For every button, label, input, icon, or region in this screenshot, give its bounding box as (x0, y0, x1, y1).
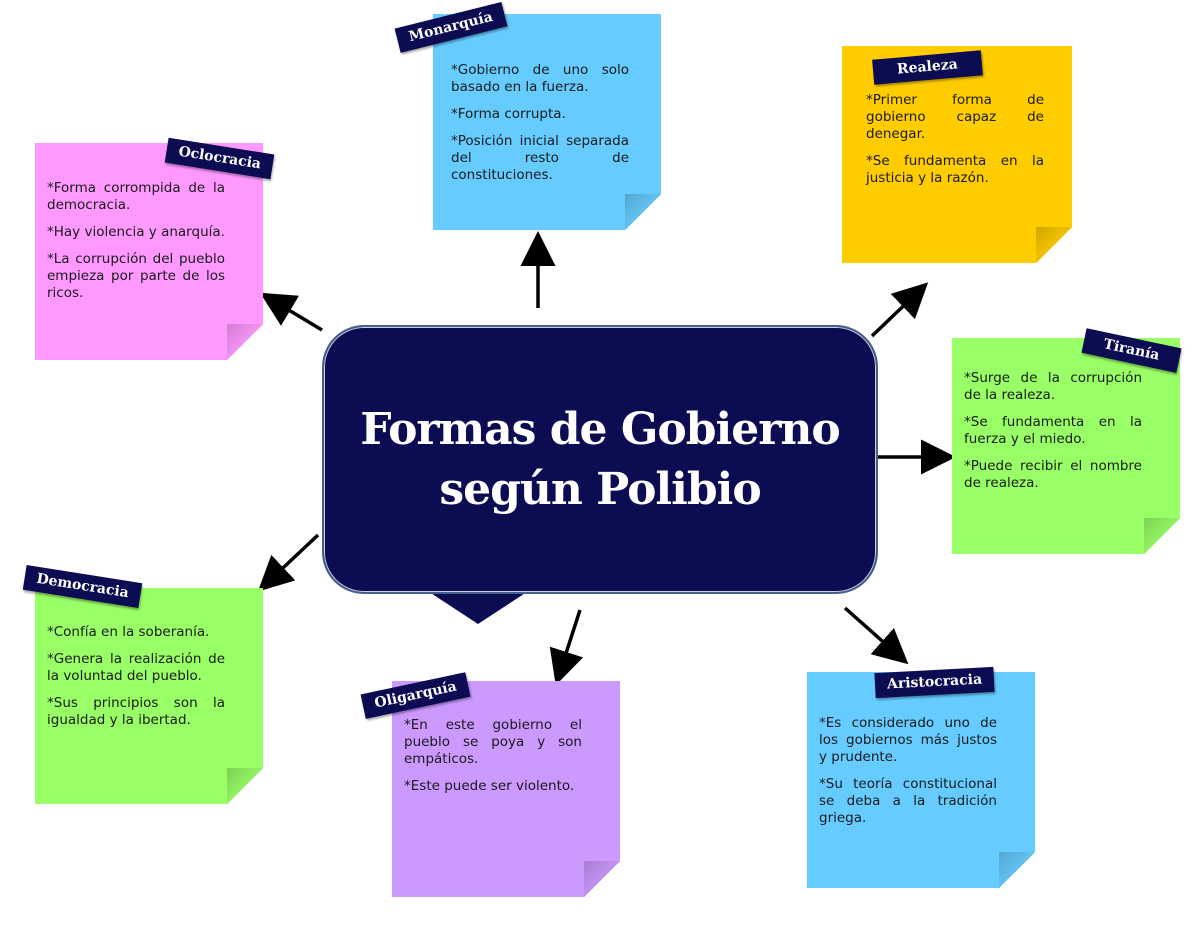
arrow-democracia (257, 533, 320, 592)
note-item: *Genera la realización de la voluntad de… (47, 651, 225, 684)
page-curl (1036, 227, 1072, 263)
note-body: *Primer forma de gobierno capaz de deneg… (866, 92, 1044, 197)
note-oclocracia: *Forma corrompida de la democracia. *Hay… (35, 143, 263, 360)
note-monarquia: *Gobierno de uno solo basado en la fuerz… (433, 14, 661, 230)
center-title: Formas de Gobierno según Polibio (360, 403, 841, 515)
note-tirania: *Surge de la corrupción de la realeza. *… (952, 338, 1180, 554)
note-body: *Es considerado uno de los gobiernos más… (819, 715, 997, 837)
note-item: *Se fundamenta en la fuerza y el miedo. (964, 414, 1142, 447)
note-item: *Confía en la soberanía. (47, 624, 210, 640)
note-item: *Gobierno de uno solo basado en la fuerz… (451, 62, 629, 95)
note-body: *En este gobierno el pueblo se poya y so… (404, 717, 582, 805)
center-node: Formas de Gobierno según Polibio (322, 325, 878, 594)
arrow-oclocracia (259, 292, 323, 332)
note-item: *Puede recibir el nombre de realeza. (964, 458, 1142, 491)
note-item: *Forma corrupta. (451, 106, 566, 122)
page-curl (999, 852, 1035, 888)
page-curl (1144, 518, 1180, 554)
note-item: *En este gobierno el pueblo se poya y so… (404, 717, 582, 767)
note-item: *Surge de la corrupción de la realeza. (964, 370, 1142, 403)
page-curl (227, 324, 263, 360)
arrow-aristocracia (843, 606, 909, 665)
note-item: *Su teoría constitucional se deba a la t… (819, 776, 997, 826)
note-item: *La corrupción del pueblo empieza por pa… (47, 251, 225, 301)
note-item: *Hay violencia y anarquía. (47, 224, 225, 240)
note-body: *Confía en la soberanía. *Genera la real… (47, 624, 225, 739)
arrow-realeza (870, 282, 929, 338)
note-item: *Es considerado uno de los gobiernos más… (819, 715, 997, 765)
note-item: *Posición inicial separada del resto de … (451, 133, 629, 183)
note-aristocracia: *Es considerado uno de los gobiernos más… (807, 672, 1035, 888)
note-item: *Este puede ser violento. (404, 778, 575, 794)
note-oligarquia: *En este gobierno el pueblo se poya y so… (392, 681, 620, 897)
page-curl (625, 194, 661, 230)
note-item: *Forma corrompida de la democracia. (47, 180, 225, 213)
page-curl (584, 861, 620, 897)
note-body: *Gobierno de uno solo basado en la fuerz… (451, 62, 629, 194)
arrow-oligarquia (549, 609, 584, 686)
note-item: *Sus principios son la igualdad y la ibe… (47, 695, 225, 728)
note-democracia: *Confía en la soberanía. *Genera la real… (35, 588, 263, 804)
note-body: *Forma corrompida de la democracia. *Hay… (47, 180, 225, 312)
note-body: *Surge de la corrupción de la realeza. *… (964, 370, 1142, 502)
page-curl (227, 768, 263, 804)
note-item: *Se fundamenta en la justicia y la razón… (866, 153, 1044, 186)
note-item: *Primer forma de gobierno capaz de deneg… (866, 92, 1044, 142)
